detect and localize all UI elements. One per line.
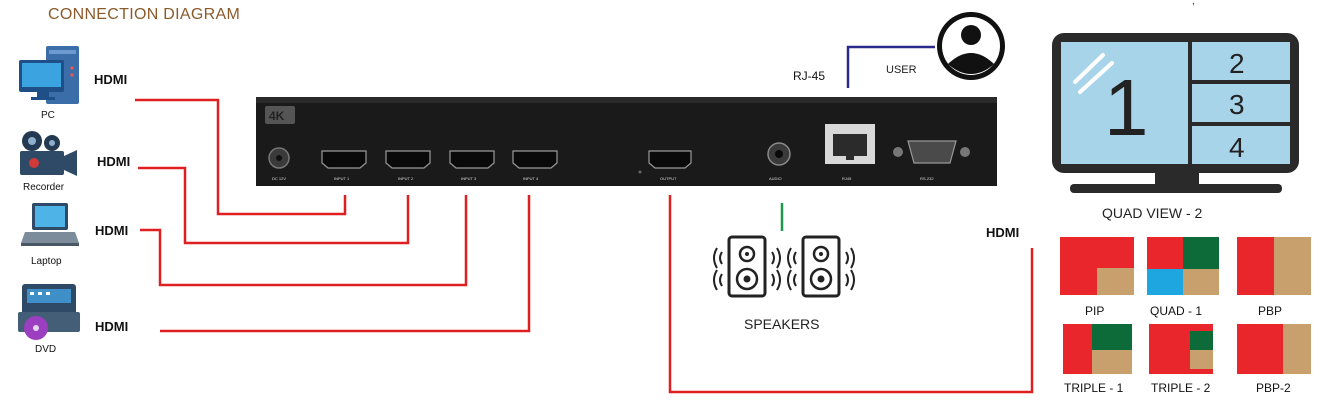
laptop-icon [21, 203, 79, 246]
rj45-clip [846, 156, 854, 160]
layout-label-pbp: PBP [1258, 304, 1282, 318]
source-label-laptop: Laptop [31, 256, 62, 267]
rs232-port [893, 140, 970, 164]
video-camera-icon [20, 131, 77, 176]
layout-label-pip: PIP [1085, 304, 1104, 318]
layout-label-triple-1: TRIPLE - 1 [1064, 381, 1124, 395]
wire-network [846, 45, 935, 88]
port-label-input-4: INPUT 4 [523, 176, 539, 181]
badge-4k: 4K [269, 109, 285, 123]
cable-label-pc: HDMI [94, 72, 127, 87]
rj45-socket [833, 134, 867, 156]
source-label-dvd: DVD [35, 344, 56, 355]
layout-triple-2-thumbnail [1149, 324, 1213, 374]
cable-label-laptop: HDMI [95, 223, 128, 238]
speakers-label: SPEAKERS [744, 316, 819, 332]
source-label-recorder: Recorder [23, 182, 65, 193]
layout-label-triple-2: TRIPLE - 2 [1151, 381, 1211, 395]
dvd-player-icon [18, 284, 80, 340]
audio-port-hole [775, 150, 783, 158]
cable-label-dvd: HDMI [95, 319, 128, 334]
corner-mark: , [1192, 0, 1195, 7]
source-label-pc: PC [41, 110, 55, 121]
speaker-icon [713, 235, 781, 298]
wire-input-2 [138, 166, 410, 245]
cable-label-recorder: HDMI [97, 154, 130, 169]
hdmi-port-input-1 [321, 150, 367, 169]
status-led [638, 170, 642, 174]
layout-label-quad-1: QUAD - 1 [1150, 304, 1202, 318]
port-label-output: OUTPUT [660, 176, 677, 181]
speaker-icon [787, 235, 855, 298]
user-icon [937, 12, 1005, 80]
diagram-title: CONNECTION DIAGRAM [48, 6, 240, 23]
layout-pbp-thumbnail [1237, 237, 1311, 295]
monitor-caption: QUAD VIEW - 2 [1102, 205, 1203, 221]
port-label-dc: DC 12V [272, 176, 286, 181]
wire-input-1 [135, 98, 347, 216]
port-label-audio: AUDIO [769, 176, 782, 181]
monitor-main-window: 1 [1104, 63, 1149, 152]
layout-triple-1-thumbnail [1063, 324, 1132, 374]
output-cable-label: HDMI [986, 225, 1019, 240]
hdmi-port-input-2 [385, 150, 431, 169]
monitor-sub-window-2: 2 [1229, 48, 1245, 79]
port-label-input-1: INPUT 1 [334, 176, 350, 181]
port-label-rs232: RS-232 [920, 176, 934, 181]
badge-4k-bg [265, 106, 295, 124]
wire-output [668, 195, 1034, 394]
switcher-device [256, 97, 997, 186]
port-label-rj45: RJ45 [842, 176, 852, 181]
layout-pbp-2-thumbnail [1237, 324, 1311, 374]
monitor-sub-window-4: 4 [1229, 132, 1245, 163]
user-label: USER [886, 64, 917, 76]
hdmi-port-output [648, 150, 692, 169]
port-label-input-2: INPUT 2 [398, 176, 414, 181]
monitor-sub-window-3: 3 [1229, 89, 1245, 120]
monitor [1052, 33, 1299, 193]
layout-quad-1-thumbnail [1147, 237, 1219, 295]
port-label-input-3: INPUT 3 [461, 176, 477, 181]
layout-label-pbp-2: PBP-2 [1256, 381, 1291, 395]
wire-input-4 [160, 195, 531, 333]
rj45-label: RJ-45 [793, 69, 825, 83]
hdmi-port-input-4 [512, 150, 558, 169]
wire-input-3 [140, 195, 468, 287]
hdmi-port-input-3 [449, 150, 495, 169]
dc-port-pin [276, 155, 282, 161]
layout-pip-thumbnail [1060, 237, 1134, 295]
pc-icon [19, 46, 79, 104]
